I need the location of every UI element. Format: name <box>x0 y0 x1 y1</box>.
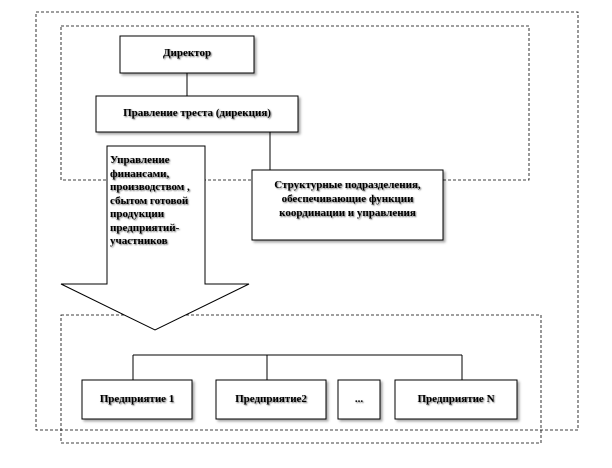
trust-management-box <box>95 95 299 133</box>
enterprise-1-box <box>81 379 193 420</box>
down-arrow-shape <box>60 145 250 331</box>
enterprises-dashed-area <box>60 314 542 444</box>
outer-dashed-frame <box>35 11 579 431</box>
enterprise-2-box <box>215 379 327 420</box>
structural-units-box <box>251 169 444 241</box>
enterprise-n-label: Предприятие N <box>417 393 495 405</box>
enterprise-2-label: Предприятие2 <box>235 393 307 405</box>
enterprise-1-label: Предприятие 1 <box>99 393 175 405</box>
ellipsis-box <box>337 379 381 420</box>
director-label: Директор <box>162 47 212 59</box>
arrow-label: Управление финансами, производством , сб… <box>110 154 190 247</box>
ellipsis-label: ... <box>354 393 364 405</box>
director-box <box>119 35 255 74</box>
structural-units-label: Структурные подразделения, обеспечивающи… <box>274 179 421 219</box>
trust-management-label: Правление треста (дирекция) <box>123 107 271 119</box>
enterprise-n-box <box>394 379 518 420</box>
